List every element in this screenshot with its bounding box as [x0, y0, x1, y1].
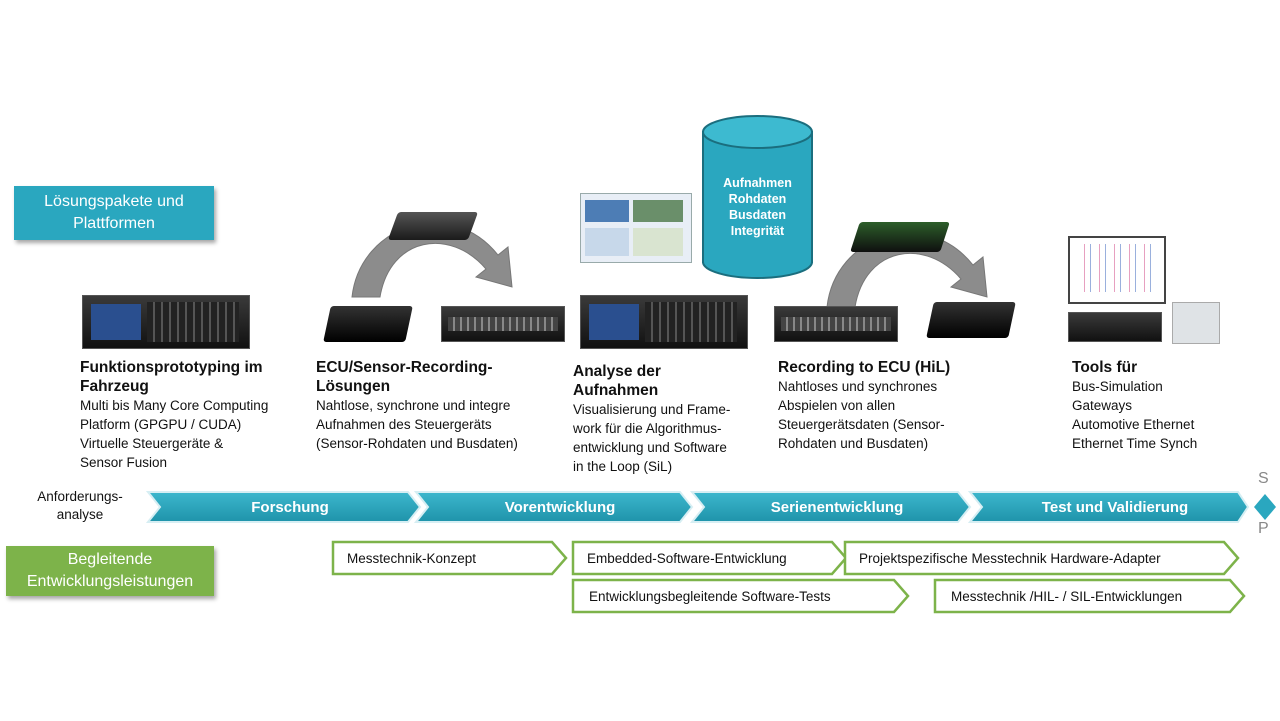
- column-title: Analyse der Aufnahmen: [573, 363, 661, 399]
- column-desc: Multi bis Many Core Computing Platform (…: [80, 398, 269, 470]
- hil-board-image: [850, 222, 950, 252]
- phase-serienentwicklung: Serienentwicklung: [770, 498, 904, 516]
- curved-arrow-recording: [351, 222, 513, 298]
- column-title: ECU/Sensor-Recording- Lösungen: [316, 359, 493, 395]
- sop-diamond-icon: [1254, 494, 1276, 520]
- service-arrow-4: [571, 578, 910, 614]
- recording-box-top-image: [387, 212, 479, 240]
- service-arrow-2: [571, 540, 848, 576]
- sop-label-bottom: P: [1258, 520, 1269, 537]
- column-title: Funktionsprototyping im Fahrzeug: [80, 359, 263, 395]
- solution-packages-label: Lösungspakete und Plattformen: [14, 186, 214, 240]
- adapter-image: [1172, 302, 1220, 344]
- service-arrow-5: [933, 578, 1246, 614]
- curved-arrow-hil: [826, 232, 988, 308]
- database-line: Rohdaten: [729, 192, 787, 206]
- timeline-start-label: Anforderungs- analyse: [37, 489, 123, 522]
- column-recording: ECU/Sensor-Recording- Lösungen Nahtlose,…: [316, 358, 566, 453]
- column-desc: Bus-Simulation Gateways Automotive Ether…: [1072, 379, 1198, 451]
- column-title: Recording to ECU (HiL): [778, 359, 951, 376]
- sop-label-top: S: [1258, 470, 1269, 487]
- database-line: Aufnahmen: [723, 176, 792, 190]
- column-tools: Tools für Bus-Simulation Gateways Automo…: [1072, 358, 1272, 453]
- service-arrow-3: [843, 540, 1240, 576]
- column-desc: Visualisierung und Frame- work für die A…: [573, 402, 731, 474]
- service-messtechnik-konzept: Messtechnik-Konzept: [347, 550, 477, 566]
- phase-forschung: Forschung: [251, 498, 329, 516]
- column-desc: Nahtlose, synchrone und integre Aufnahme…: [316, 398, 518, 451]
- column-prototyping: Funktionsprototyping im Fahrzeug Multi b…: [80, 358, 320, 472]
- analysis-platform-image: [580, 295, 748, 349]
- software-screenshot-image: [580, 193, 692, 263]
- database-line: Integrität: [731, 224, 785, 238]
- column-analysis: Analyse der Aufnahmen Visualisierung und…: [573, 362, 773, 476]
- service-embedded-software: Embedded-Software-Entwicklung: [587, 550, 787, 566]
- phase-vorentwicklung: Vorentwicklung: [504, 498, 616, 516]
- phase-arrow-vorentwicklung: [413, 491, 694, 523]
- recorder-rack-image: [441, 306, 565, 342]
- phase-arrow-forschung: [145, 491, 422, 523]
- tools-device-image: [1068, 312, 1162, 342]
- tools-screen-image: [1068, 236, 1166, 304]
- ecu-box-image: [323, 306, 413, 342]
- service-arrows: [331, 540, 1246, 614]
- service-hardware-adapter: Projektspezifische Messtechnik Hardware-…: [859, 550, 1161, 566]
- phase-test-validierung: Test und Validierung: [1041, 498, 1189, 516]
- support-services-label: Begleitende Entwicklungsleistungen: [6, 546, 214, 596]
- column-hil: Recording to ECU (HiL) Nahtloses und syn…: [778, 358, 998, 453]
- phase-arrow-test: [967, 491, 1250, 523]
- phase-arrows: [145, 491, 1250, 523]
- service-software-tests: Entwicklungsbegleitende Software-Tests: [589, 588, 831, 604]
- column-title: Tools für: [1072, 359, 1138, 376]
- service-hil-sil: Messtechnik /HIL- / SIL-Entwicklungen: [951, 588, 1183, 604]
- compute-platform-image: [82, 295, 250, 349]
- service-arrow-1: [331, 540, 568, 576]
- ecu-target-image: [926, 302, 1016, 338]
- phase-arrow-serienentwicklung: [689, 491, 972, 523]
- column-desc: Nahtloses und synchrones Abspielen von a…: [778, 379, 945, 451]
- database-cylinder: Aufnahmen Rohdaten Busdaten Integrität: [702, 115, 813, 279]
- playback-rack-image: [774, 306, 898, 342]
- database-line: Busdaten: [729, 208, 786, 222]
